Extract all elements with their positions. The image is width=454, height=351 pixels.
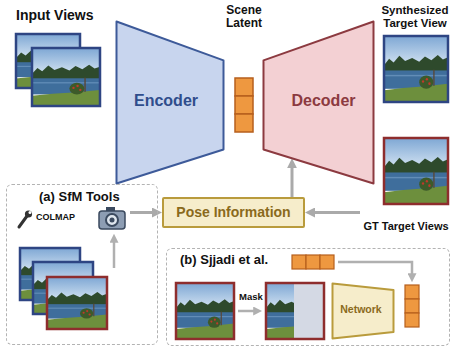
photo bbox=[32, 48, 100, 106]
mask-region bbox=[294, 283, 324, 339]
block-title: Decoder bbox=[272, 92, 375, 110]
wrench-notch bbox=[29, 211, 32, 214]
photo-frame bbox=[32, 48, 100, 106]
block-title: Network bbox=[331, 304, 391, 316]
photo-frame bbox=[384, 138, 448, 204]
arrow-label: Mask bbox=[236, 292, 266, 302]
wrench-head bbox=[25, 210, 32, 217]
group-heading: Synthesized Target View bbox=[378, 4, 452, 29]
image-group: Synthesized Target View bbox=[378, 4, 452, 106]
network-block: Network bbox=[331, 282, 395, 340]
flow-arrow bbox=[313, 211, 360, 214]
latent-vector bbox=[292, 255, 334, 269]
latent-group: Scene Latent bbox=[219, 4, 269, 138]
photo bbox=[47, 277, 107, 329]
latent-cell bbox=[292, 255, 306, 269]
camera-icon bbox=[99, 207, 125, 229]
flow-arrow bbox=[238, 310, 255, 313]
camera-lens-core bbox=[110, 218, 115, 223]
photo bbox=[384, 138, 448, 204]
dashed-region: Network (b) Sjjadi et al. bbox=[166, 248, 450, 346]
photo-frame bbox=[266, 283, 324, 339]
block-title: Encoder bbox=[115, 92, 217, 110]
latent-cell bbox=[405, 299, 419, 313]
wrench-handle bbox=[19, 216, 27, 227]
tool-name: COLMAP bbox=[36, 213, 92, 223]
input-photos bbox=[16, 34, 100, 106]
group-heading: Input Views bbox=[16, 8, 108, 23]
box-title: Pose Information bbox=[164, 205, 303, 220]
photo-frame bbox=[47, 277, 107, 329]
tool-group: COLMAP bbox=[16, 205, 130, 231]
camera-body bbox=[99, 211, 125, 229]
photo bbox=[266, 283, 324, 339]
flow-arrow bbox=[113, 241, 116, 268]
latent-cell bbox=[405, 313, 419, 327]
photo-frame bbox=[176, 283, 234, 339]
flow-arrow bbox=[130, 211, 154, 214]
dashed-region: COLMAP (a) SfM Tools bbox=[6, 184, 158, 345]
wrench-icon bbox=[19, 210, 32, 227]
latent-cell bbox=[235, 96, 253, 114]
flow-arrow bbox=[338, 262, 412, 275]
image-group: Input Views bbox=[12, 6, 112, 110]
latent-cell bbox=[405, 285, 419, 299]
photo-frame bbox=[384, 36, 448, 102]
photo bbox=[176, 283, 234, 339]
encoder-block: Encoder bbox=[115, 20, 225, 185]
latent-vector bbox=[235, 78, 253, 132]
photo bbox=[384, 36, 448, 102]
region-title: (b) Sjjadi et al. bbox=[180, 253, 298, 267]
latent-cell bbox=[235, 114, 253, 132]
image-group: GT Target Views bbox=[360, 134, 452, 236]
latent-cell bbox=[235, 78, 253, 96]
decoder-block: Decoder bbox=[262, 20, 375, 185]
sfm-photos bbox=[20, 248, 107, 329]
latent-cell bbox=[320, 255, 334, 269]
latent-vector bbox=[405, 285, 419, 327]
group-heading: GT Target Views bbox=[360, 220, 452, 232]
camera-lens bbox=[106, 214, 118, 226]
flow-arrow bbox=[291, 166, 294, 197]
region-title: (a) SfM Tools bbox=[39, 190, 153, 204]
latent-cell bbox=[306, 255, 320, 269]
group-heading: Scene Latent bbox=[219, 4, 269, 30]
process-box: Pose Information bbox=[162, 197, 305, 228]
